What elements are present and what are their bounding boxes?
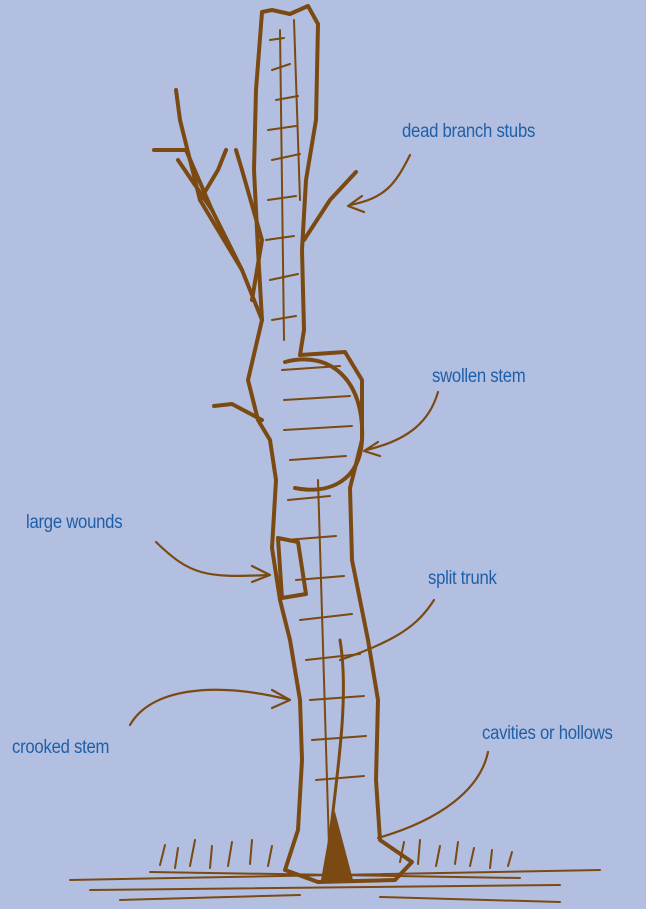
label-large-wounds: large wounds — [26, 512, 122, 534]
arrow-dead-branch-stubs — [348, 155, 410, 212]
label-cavities-or-hollows: cavities or hollows — [482, 723, 613, 745]
arrow-crooked-stem — [130, 690, 290, 725]
label-split-trunk: split trunk — [428, 568, 497, 590]
label-dead-branch-stubs: dead branch stubs — [402, 121, 535, 143]
arrow-large-wounds — [156, 542, 270, 582]
label-crooked-stem: crooked stem — [12, 737, 109, 759]
arrow-cavities-or-hollows — [378, 752, 488, 838]
arrow-swollen-stem — [364, 392, 438, 456]
label-swollen-stem: swollen stem — [432, 366, 525, 388]
